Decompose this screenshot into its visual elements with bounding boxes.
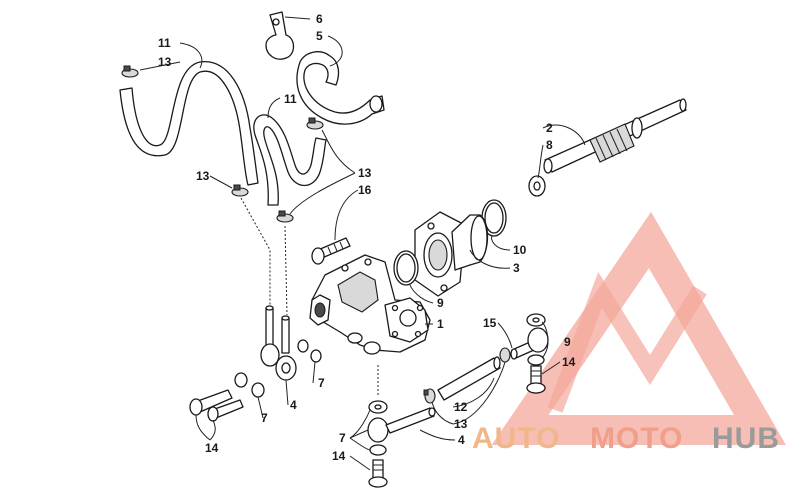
washer-7-lower-bottom <box>369 444 387 456</box>
callout-labels: 6 5 11 13 11 13 13 16 2 8 10 3 9 1 15 9 … <box>158 12 576 463</box>
hose-11-left <box>119 61 259 186</box>
banjo-bolt-14-right <box>526 365 546 394</box>
callout-3: 3 <box>513 261 520 275</box>
callout-15: 15 <box>483 316 497 330</box>
washers-7-left <box>234 339 322 398</box>
hose-clamp-13-upper-middle <box>306 117 324 130</box>
washer-9-right <box>526 313 546 327</box>
washer-8 <box>528 175 546 197</box>
callout-7-center: 7 <box>339 431 346 445</box>
banjo-fitting-4-left <box>260 305 297 381</box>
callout-14-right: 14 <box>562 355 576 369</box>
hose-clamp-13-middle <box>276 210 294 223</box>
hose-clamp-13-lower-right <box>499 347 511 363</box>
callout-11-middle: 11 <box>284 92 297 106</box>
callout-7-left-upper: 7 <box>318 376 325 390</box>
watermark-text-moto: MOTO <box>590 422 683 455</box>
callout-13-lower: 13 <box>454 417 468 431</box>
callout-13-top-left: 13 <box>158 55 172 69</box>
callout-4-center: 4 <box>458 433 465 447</box>
callout-2: 2 <box>546 121 553 135</box>
watermark-m-stroke <box>547 272 707 413</box>
callout-13-middle: 13 <box>358 166 372 180</box>
banjo-bolt-14-lower <box>368 459 388 488</box>
o-ring-10 <box>481 199 507 237</box>
banjo-bolts-14-left <box>189 389 244 422</box>
callout-1: 1 <box>437 317 444 331</box>
watermark-text-hub: HUB <box>712 422 780 455</box>
pump-housing-3 <box>414 211 489 297</box>
callout-10: 10 <box>513 243 527 257</box>
hose-11-middle <box>253 114 327 206</box>
callout-12: 12 <box>454 400 468 414</box>
washer-7-lower-center <box>368 400 388 414</box>
hose-12 <box>437 356 501 401</box>
banjo-fitting-4-lower <box>367 407 436 443</box>
callout-14-center: 14 <box>332 449 346 463</box>
hose-5-elbow <box>296 51 385 125</box>
callout-5: 5 <box>316 29 323 43</box>
callout-6: 6 <box>316 12 323 26</box>
callout-16: 16 <box>358 183 372 197</box>
callout-8: 8 <box>546 138 553 152</box>
watermark-text-auto: AUTO <box>472 422 560 455</box>
bolt-16 <box>311 237 351 265</box>
oil-pump-assembly-1 <box>309 254 431 355</box>
callout-9-right: 9 <box>564 335 571 349</box>
hose-clamp-13-lower <box>423 388 436 404</box>
hose-clamp-13-left <box>231 184 249 197</box>
callout-4-left: 4 <box>290 398 297 412</box>
callout-14-left: 14 <box>205 441 219 455</box>
washer-9-right-lower <box>527 354 545 366</box>
callout-7-left-lower: 7 <box>261 411 268 425</box>
banjo-fitting-right <box>527 327 549 353</box>
hose-clamp-13-top-left <box>121 65 139 78</box>
leader-lines <box>139 16 586 471</box>
callout-11-left: 11 <box>158 36 171 50</box>
watermark-logo <box>491 211 787 445</box>
bracket-6 <box>265 11 295 60</box>
callout-9-upper: 9 <box>437 296 444 310</box>
o-ring-9-upper <box>393 250 419 286</box>
callout-13-left: 13 <box>196 169 210 183</box>
drive-shaft-2 <box>543 98 687 174</box>
